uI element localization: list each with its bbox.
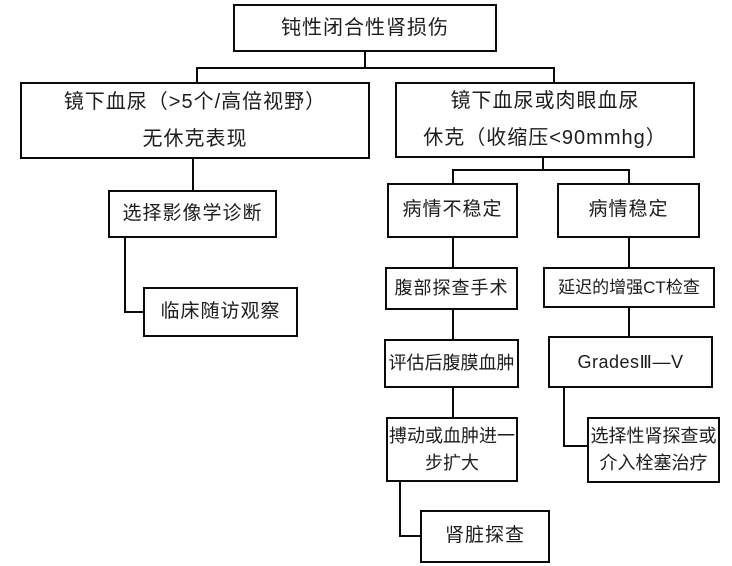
connector-expanding-elbow-vertical: [399, 482, 401, 537]
connector-drop-to-stable: [628, 169, 630, 183]
node-root-blunt-closed-renal-injury: 钝性闭合性肾损伤: [233, 4, 497, 52]
node-abdominal-exploration-surgery: 腹部探查手术: [385, 267, 518, 310]
node-pulsatile-or-expanding-hematoma: 搏动或血肿进一 步扩大: [386, 417, 518, 482]
connector-elbow-to-followup: [124, 311, 143, 313]
node-renal-exploration: 肾脏探查: [420, 510, 550, 563]
connector-right-split-horizontal: [452, 169, 630, 171]
connector-surgery-to-hematoma: [452, 310, 454, 339]
connector-elbow-to-selective: [563, 445, 587, 447]
node-hematuria-with-shock: 镜下血尿或肉眼血尿 休克（收缩压<90mmhg）: [395, 82, 695, 158]
connector-top-split-horizontal: [196, 67, 555, 69]
connector-micro-to-imaging: [192, 159, 194, 190]
connector-drop-to-gross-hematuria: [553, 67, 555, 82]
connector-grades-elbow-vertical: [563, 388, 565, 447]
node-microscopic-hematuria-no-shock: 镜下血尿（>5个/高倍视野） 无休克表现: [20, 82, 370, 159]
node-selective-exploration-or-embolization: 选择性肾探查或 介入栓塞治疗: [587, 417, 720, 483]
connector-drop-to-micro-hematuria: [196, 67, 198, 82]
node-condition-unstable: 病情不稳定: [387, 183, 518, 238]
node-evaluate-retroperitoneal-hematoma: 评估后腹膜血肿: [384, 339, 519, 388]
connector-hematoma-to-expanding: [452, 388, 454, 417]
connector-stable-to-ct: [628, 238, 630, 267]
node-clinical-followup-observation: 临床随访观察: [143, 287, 298, 337]
node-select-imaging-diagnosis: 选择影像学诊断: [108, 190, 277, 238]
node-delayed-enhanced-ct: 延迟的增强CT检查: [543, 267, 715, 308]
connector-gross-stem: [542, 158, 544, 171]
connector-drop-to-unstable: [452, 169, 454, 183]
connector-root-stem: [364, 52, 366, 68]
connector-elbow-to-renal: [399, 535, 420, 537]
connector-ct-to-grades: [628, 308, 630, 336]
connector-unstable-to-surgery: [452, 238, 454, 267]
node-condition-stable: 病情稳定: [557, 183, 700, 238]
connector-imaging-elbow-vertical: [124, 238, 126, 313]
node-grades-iii-to-v: GradesⅢ—V: [548, 336, 713, 388]
